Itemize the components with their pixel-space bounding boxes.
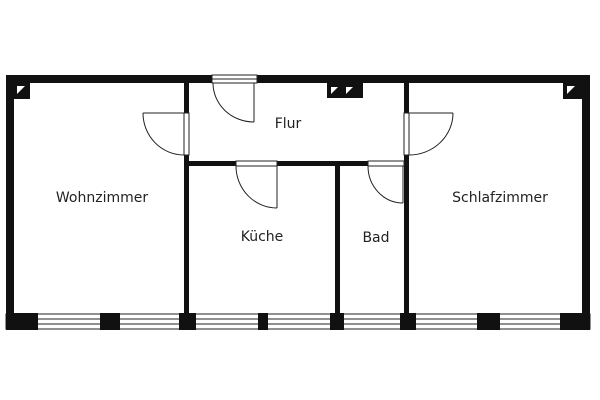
door-schlafzimmer — [403, 112, 454, 156]
room-label-wohnzimmer: Wohnzimmer — [56, 190, 148, 206]
bottom-wall-windows — [5, 313, 591, 330]
room-label-kueche: Küche — [241, 229, 284, 245]
door-wohnzimmer — [142, 112, 190, 156]
outer-walls — [6, 75, 590, 330]
entrance-door-frame — [211, 74, 258, 84]
room-label-flur: Flur — [275, 116, 302, 132]
door-kueche — [235, 160, 278, 209]
room-label-bad: Bad — [362, 230, 389, 246]
door-bad — [367, 160, 405, 204]
columns — [14, 83, 582, 99]
door-entrance — [212, 82, 255, 123]
room-label-schlafzimmer: Schlafzimmer — [452, 190, 548, 206]
interior-walls — [184, 83, 409, 315]
